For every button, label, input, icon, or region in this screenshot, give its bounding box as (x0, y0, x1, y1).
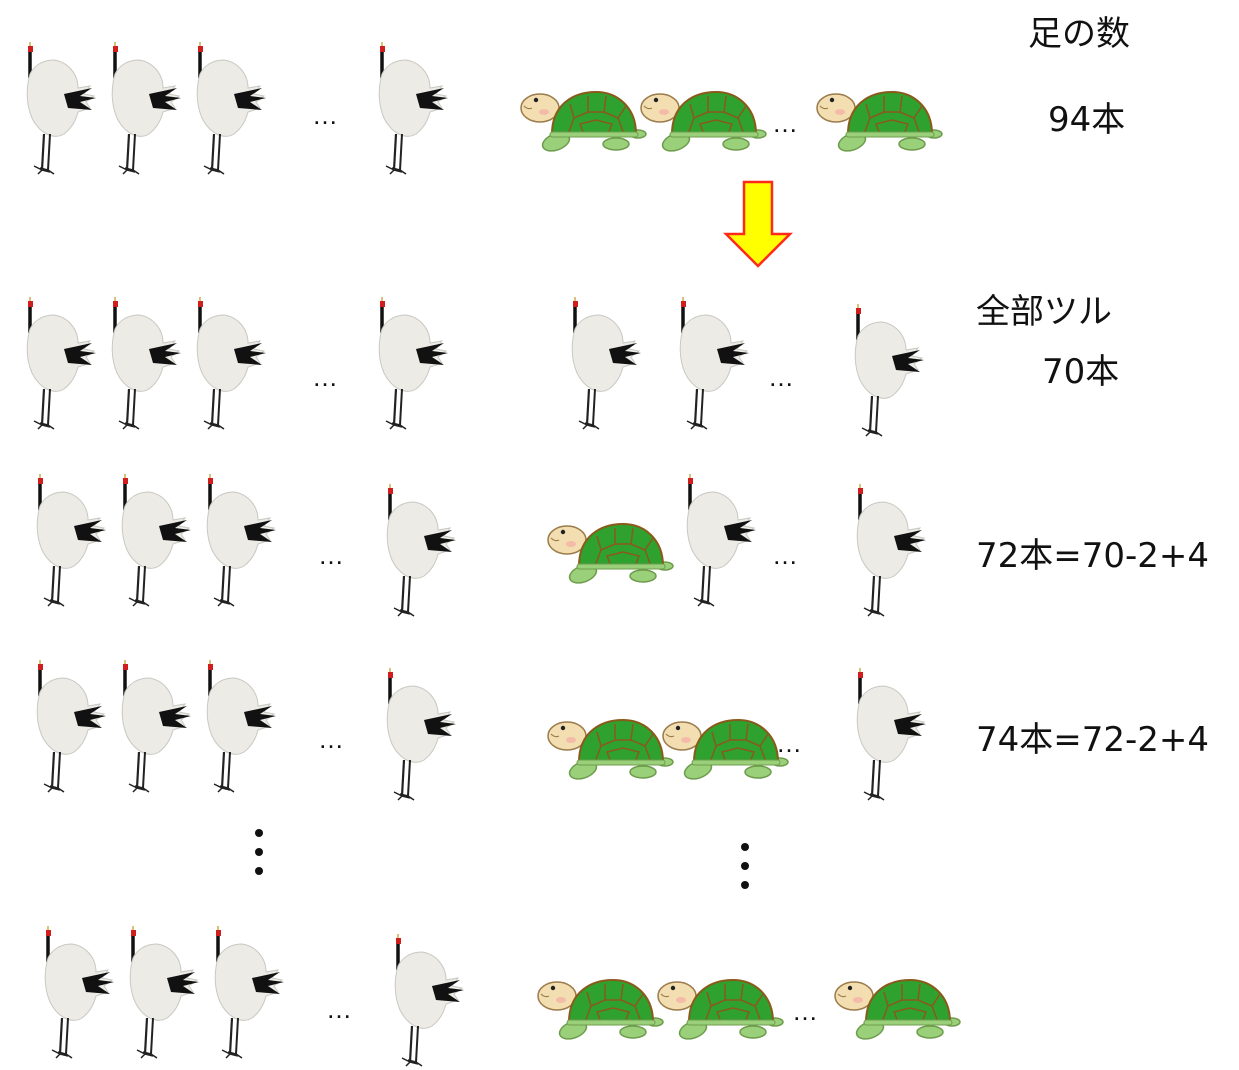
down-arrow-icon (722, 180, 794, 268)
crane-icon (20, 293, 100, 433)
ellipsis: … (792, 996, 820, 1026)
crane-icon (30, 656, 110, 796)
row2-count: 70本 (1042, 352, 1120, 392)
crane-icon (372, 293, 452, 433)
crane-icon (680, 470, 760, 610)
crane-icon (200, 470, 280, 610)
crane-icon (123, 922, 203, 1062)
header-label: 足の数 (1028, 14, 1130, 54)
turtle-icon (655, 966, 785, 1046)
vertical-ellipsis-icon (255, 829, 263, 875)
ellipsis: … (318, 540, 346, 570)
crane-icon (380, 480, 460, 620)
row3-count: 72本=70-2+4 (976, 536, 1210, 576)
ellipsis: … (312, 362, 340, 392)
crane-icon (372, 38, 452, 178)
row1-count: 94本 (1048, 100, 1126, 140)
crane-icon (105, 38, 185, 178)
ellipsis: … (776, 728, 804, 758)
turtle-icon (518, 78, 648, 158)
crane-icon (190, 38, 270, 178)
ellipsis: … (312, 100, 340, 130)
crane-icon (190, 293, 270, 433)
crane-icon (115, 656, 195, 796)
turtle-icon (545, 510, 675, 590)
crane-icon (565, 293, 645, 433)
turtle-icon (638, 78, 768, 158)
crane-icon (850, 664, 930, 804)
ellipsis: … (772, 540, 800, 570)
crane-icon (388, 930, 468, 1070)
turtle-icon (660, 706, 790, 786)
ellipsis: … (318, 724, 346, 754)
row2-title: 全部ツル (976, 292, 1112, 332)
crane-icon (20, 38, 100, 178)
turtle-icon (535, 966, 665, 1046)
vertical-ellipsis-icon (741, 843, 749, 889)
ellipsis: … (772, 108, 800, 138)
crane-icon (850, 480, 930, 620)
crane-icon (105, 293, 185, 433)
crane-icon (200, 656, 280, 796)
crane-icon (380, 664, 460, 804)
crane-icon (208, 922, 288, 1062)
ellipsis: … (326, 994, 354, 1024)
turtle-icon (832, 966, 962, 1046)
ellipsis: … (768, 362, 796, 392)
turtle-icon (545, 706, 675, 786)
crane-icon (673, 293, 753, 433)
crane-icon (30, 470, 110, 610)
crane-icon (848, 300, 928, 440)
row4-count: 74本=72-2+4 (976, 720, 1210, 760)
turtle-icon (814, 78, 944, 158)
crane-icon (115, 470, 195, 610)
crane-icon (38, 922, 118, 1062)
